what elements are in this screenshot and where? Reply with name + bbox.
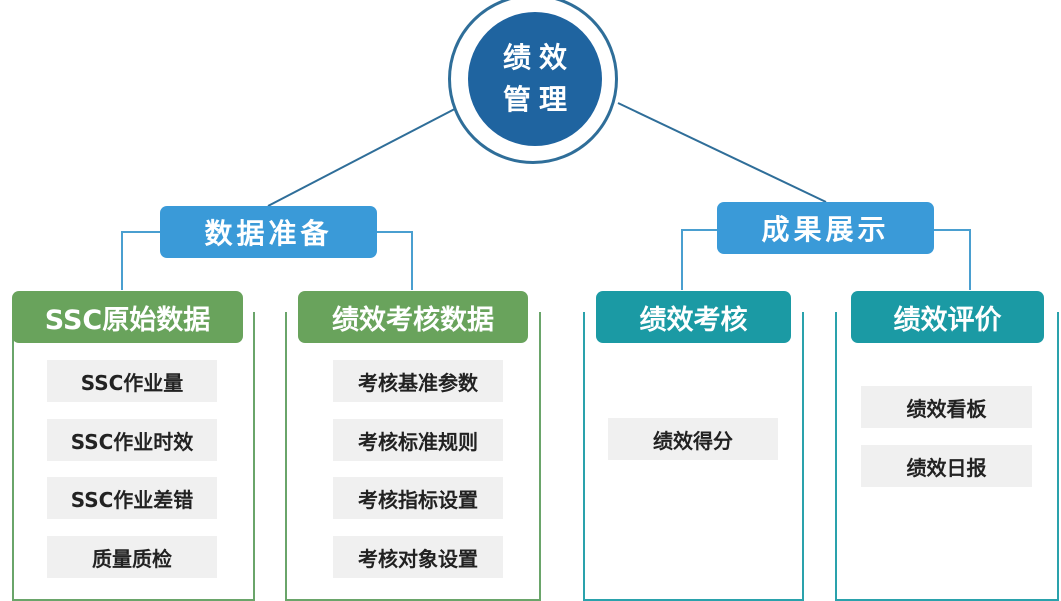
list-item: 质量质检 [47, 536, 217, 578]
list-item: 考核指标设置 [333, 477, 503, 519]
group-header-appraisal-data: 绩效考核数据 [298, 291, 528, 343]
list-item: 绩效得分 [608, 418, 778, 460]
list-item: 考核标准规则 [333, 419, 503, 461]
group-header-ssc-raw: SSC原始数据 [12, 291, 243, 343]
list-item: 考核基准参数 [333, 360, 503, 402]
list-item: 绩效看板 [861, 386, 1032, 428]
group-header-appraisal: 绩效考核 [596, 291, 791, 343]
root-label-line1: 绩效 [502, 41, 575, 74]
list-item: 考核对象设置 [333, 536, 503, 578]
root-label-line2: 管理 [502, 83, 575, 116]
group-header-evaluation: 绩效评价 [851, 291, 1044, 343]
list-item: SSC作业时效 [47, 419, 217, 461]
branch-results: 成果展示 [717, 202, 934, 254]
list-item: 绩效日报 [861, 445, 1032, 487]
list-item: SSC作业差错 [47, 477, 217, 519]
root-node: 绩效 管理 [468, 12, 602, 146]
list-item: SSC作业量 [47, 360, 217, 402]
branch-data-prep: 数据准备 [160, 206, 377, 258]
